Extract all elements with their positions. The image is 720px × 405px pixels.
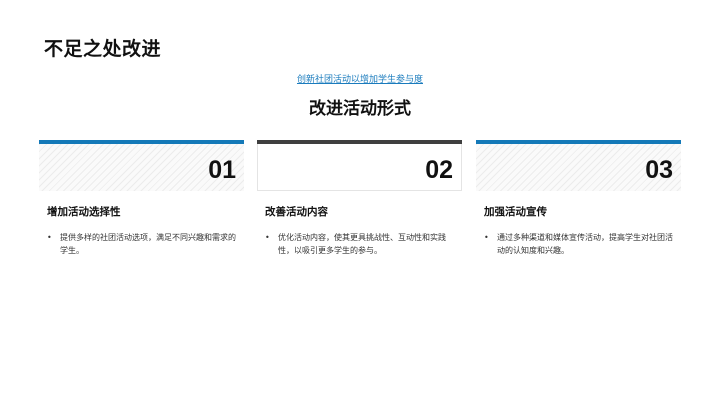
card-number: 02 xyxy=(425,156,453,184)
card-header: 03 xyxy=(476,144,681,191)
card-02: 02 改善活动内容 • 优化活动内容，使其更具挑战性、互动性和实践性，以吸引更多… xyxy=(257,140,462,257)
card-title: 加强活动宣传 xyxy=(484,206,547,218)
card-title: 增加活动选择性 xyxy=(47,206,121,218)
card-description: • 提供多样的社团活动选项，满足不同兴趣和需求的学生。 xyxy=(47,231,244,257)
card-text: 通过多种渠道和媒体宣传活动，提高学生对社团活动的认知度和兴趣。 xyxy=(497,233,673,255)
card-description: • 通过多种渠道和媒体宣传活动，提高学生对社团活动的认知度和兴趣。 xyxy=(484,231,681,257)
card-description: • 优化活动内容，使其更具挑战性、互动性和实践性，以吸引更多学生的参与。 xyxy=(265,231,462,257)
card-accent-bar xyxy=(257,140,462,144)
card-03: 03 加强活动宣传 • 通过多种渠道和媒体宣传活动，提高学生对社团活动的认知度和… xyxy=(476,140,681,257)
bullet-icon: • xyxy=(265,233,270,242)
bullet-icon: • xyxy=(47,233,52,242)
card-01: 01 增加活动选择性 • 提供多样的社团活动选项，满足不同兴趣和需求的学生。 xyxy=(39,140,244,257)
card-number: 01 xyxy=(208,156,236,184)
bullet-icon: • xyxy=(484,233,489,242)
subtitle-link[interactable]: 创新社团活动以增加学生参与度 xyxy=(296,75,423,85)
card-header: 01 xyxy=(39,144,244,191)
page-title: 不足之处改进 xyxy=(44,38,162,60)
card-text: 优化活动内容，使其更具挑战性、互动性和实践性，以吸引更多学生的参与。 xyxy=(278,233,446,255)
card-accent-bar xyxy=(39,140,244,144)
card-title: 改善活动内容 xyxy=(265,206,328,218)
card-number: 03 xyxy=(645,156,673,184)
section-title: 改进活动形式 xyxy=(309,99,411,119)
card-accent-bar xyxy=(476,140,681,144)
card-text: 提供多样的社团活动选项，满足不同兴趣和需求的学生。 xyxy=(60,233,236,255)
card-header: 02 xyxy=(257,144,462,191)
